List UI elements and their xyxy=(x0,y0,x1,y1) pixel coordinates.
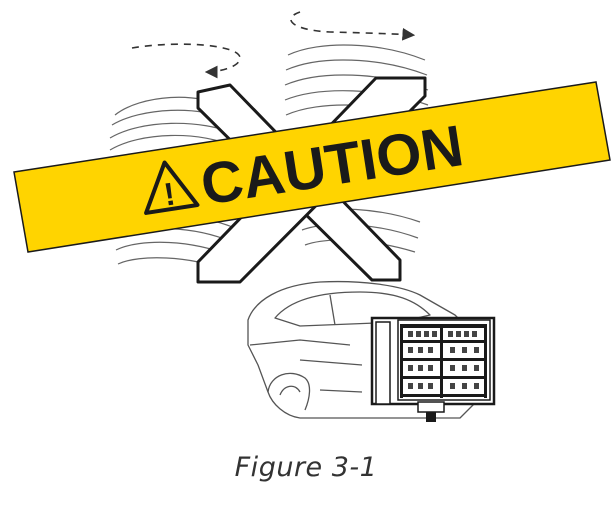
figure-caption: Figure 3-1 xyxy=(234,452,378,483)
hitch-panel xyxy=(370,316,496,422)
rotation-arrow-icon xyxy=(131,43,241,79)
car-illustration xyxy=(247,280,481,419)
rotation-arrow-icon xyxy=(290,11,416,41)
